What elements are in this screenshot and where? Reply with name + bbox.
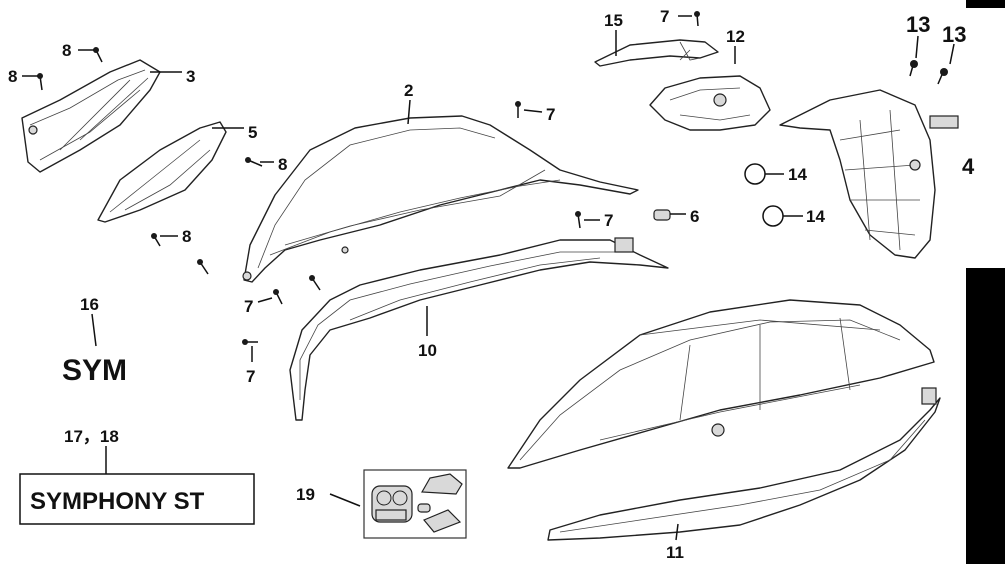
leader-lines: [22, 15, 955, 541]
callout-7: 7: [546, 105, 555, 124]
callout-13: 13: [942, 22, 966, 47]
brand-emblem-text: SYM: [62, 354, 127, 387]
callout-14: 14: [788, 165, 807, 184]
callout-7: 7: [246, 367, 255, 386]
callout-12: 12: [726, 27, 745, 46]
callout-3: 3: [186, 67, 195, 86]
part-11-side-body: [507, 299, 941, 541]
model-badge-text: SYMPHONY ST: [30, 488, 205, 515]
callout-14: 14: [806, 207, 825, 226]
model-badge-frame: [19, 473, 255, 525]
part-19-kit: [363, 469, 467, 539]
callout-5: 5: [248, 123, 257, 142]
callout-7: 7: [604, 211, 613, 230]
callout-11: 11: [666, 543, 684, 562]
part-15-grab-rail: [594, 39, 719, 67]
callout-4: 4: [962, 154, 975, 179]
callout-16: 16: [80, 295, 99, 314]
edge-bar-right: [966, 268, 1005, 564]
callout-7: 7: [660, 7, 669, 26]
part-5-side-panel: [97, 121, 227, 223]
callout-8: 8: [62, 41, 71, 60]
screw-icons: [37, 11, 948, 345]
part-14-grommet-a: [744, 163, 766, 185]
callout-13: 13: [906, 12, 930, 37]
part-12-tail-light: [649, 75, 771, 131]
callout-2: 2: [404, 81, 413, 100]
callout-8: 8: [8, 67, 17, 86]
part-6-clip: [653, 209, 671, 221]
callout-10: 10: [418, 341, 437, 360]
callout-8: 8: [182, 227, 191, 246]
callout-19: 19: [296, 485, 315, 504]
callout-15: 15: [604, 11, 623, 30]
edge-bar-top: [966, 0, 1005, 8]
part-2-rear-cowl: [242, 115, 639, 283]
part-10-inner-panel: [289, 237, 669, 421]
callout-8: 8: [278, 155, 287, 174]
part-3-side-panel: [21, 59, 161, 173]
callout-17-18: 17，18: [64, 427, 119, 446]
part-4-rear-fender: [779, 89, 959, 259]
part-14-grommet-b: [762, 205, 784, 227]
callout-6: 6: [690, 207, 699, 226]
callout-7: 7: [244, 297, 253, 316]
